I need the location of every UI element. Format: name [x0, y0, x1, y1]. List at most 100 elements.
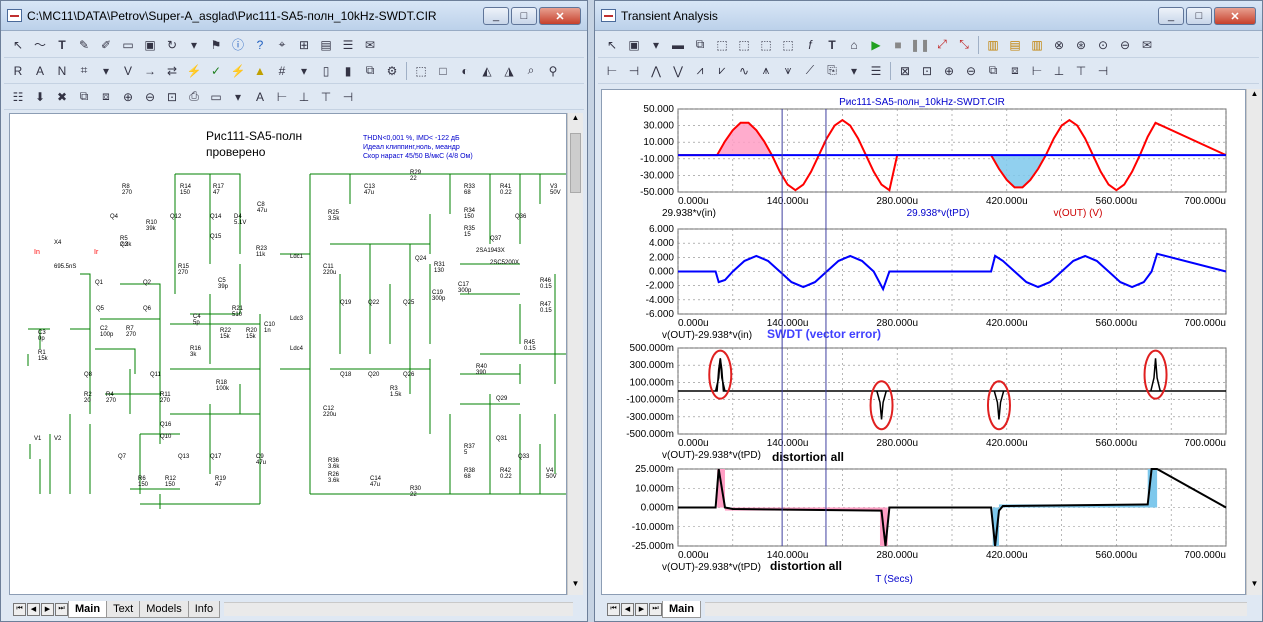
cursor-icon[interactable]: ⤢: [937, 37, 947, 51]
copy-page-icon[interactable]: ▮: [344, 63, 352, 78]
text-tool-icon[interactable]: T: [828, 37, 836, 52]
maximize-button[interactable]: □: [511, 7, 537, 25]
schematic-vertical-scrollbar[interactable]: ▲ ▼: [567, 113, 583, 595]
table-icon[interactable]: ▥: [987, 37, 999, 52]
scroll-up-icon[interactable]: ▲: [571, 113, 580, 122]
prev-page-icon[interactable]: ◀: [27, 602, 40, 616]
valley-icon[interactable]: ⋁: [673, 63, 683, 78]
print-icon[interactable]: ⎙: [189, 89, 199, 103]
cursor-right-icon[interactable]: ⊣: [628, 63, 640, 78]
highlight-icon[interactable]: ✐: [100, 37, 112, 52]
tab-main[interactable]: Main: [68, 600, 108, 618]
select-arrow-icon[interactable]: ↖: [12, 37, 24, 52]
copy-icon[interactable]: ⧉: [79, 89, 89, 103]
plot-area[interactable]: Рис111-SA5-полн_10kHz-SWDT.CIR T (Secs) …: [601, 89, 1246, 595]
properties-icon[interactable]: ✉: [364, 37, 376, 52]
find-icon[interactable]: ⌕: [527, 63, 535, 77]
check-icon[interactable]: ✓: [210, 63, 222, 78]
close-button[interactable]: ✕: [1214, 7, 1256, 25]
schematic-horizontal-scrollbar[interactable]: [224, 602, 573, 616]
maximize-button[interactable]: □: [1186, 7, 1212, 25]
dropdown-icon[interactable]: ▾: [190, 37, 198, 52]
align-left-icon[interactable]: ⊢: [1031, 63, 1043, 78]
paste-icon[interactable]: ⧈: [1011, 63, 1019, 77]
select-arrow-icon[interactable]: ↖: [606, 37, 618, 52]
flag-icon[interactable]: ⚑: [210, 37, 222, 52]
cancel-icon[interactable]: ✖: [56, 89, 68, 104]
list-view-icon[interactable]: ☷: [12, 89, 24, 104]
dropdown-icon[interactable]: ▾: [652, 37, 660, 52]
align-top-icon[interactable]: ⊤: [320, 89, 332, 104]
zoom-in-icon[interactable]: ⊕: [122, 89, 134, 104]
close-button[interactable]: ✕: [539, 7, 581, 25]
table3-icon[interactable]: ▥: [1031, 37, 1043, 52]
pen-icon[interactable]: ✎: [78, 37, 90, 52]
fit-icon[interactable]: ⊠: [899, 63, 911, 78]
tab-main[interactable]: Main: [662, 600, 702, 618]
dropdown4-icon[interactable]: ▾: [234, 89, 242, 104]
graph-icon[interactable]: ⬚: [716, 37, 728, 52]
schematic-titlebar[interactable]: C:\MC11\DATA\Petrov\Super-A_asglad\Рис11…: [1, 1, 587, 31]
node-numbers-icon[interactable]: R: [13, 63, 23, 78]
tab-text[interactable]: Text: [106, 600, 141, 618]
inflection-icon[interactable]: ∿: [738, 63, 750, 78]
cursor2-icon[interactable]: ⤡: [959, 37, 969, 51]
graph4-icon[interactable]: ⬚: [782, 37, 794, 52]
pause-icon[interactable]: ❚❚: [909, 37, 931, 52]
font-icon[interactable]: A: [255, 89, 264, 104]
stop-icon[interactable]: ■: [894, 37, 902, 52]
zoom-icon[interactable]: ⊙: [1097, 37, 1109, 52]
first-page-icon[interactable]: ⏮: [607, 602, 620, 616]
minimize-button[interactable]: _: [483, 7, 509, 25]
plot-horizontal-scrollbar[interactable]: [705, 602, 1247, 616]
prev-page-icon[interactable]: ◀: [621, 602, 634, 616]
high-icon[interactable]: ⩘: [696, 63, 704, 77]
scroll-down-icon[interactable]: ▼: [1250, 579, 1259, 588]
align-center-icon[interactable]: ⊥: [298, 89, 310, 104]
wire-icon[interactable]: 〜: [33, 38, 46, 52]
lightning-icon[interactable]: ⚡: [186, 63, 202, 78]
paste-icon[interactable]: ⧈: [102, 89, 110, 103]
mirror-icon[interactable]: ◭: [482, 63, 492, 78]
pin-connections-icon[interactable]: ⌗: [80, 63, 88, 77]
probe-icon[interactable]: ⌖: [278, 37, 286, 51]
state-icon[interactable]: ⚡: [230, 63, 246, 78]
fit2-icon[interactable]: ⊡: [921, 63, 933, 78]
slope-icon[interactable]: ⟋: [805, 63, 815, 77]
table-icon[interactable]: ▤: [320, 37, 332, 52]
network-icon[interactable]: ⊞: [298, 37, 310, 52]
bounding-box-icon[interactable]: ⬚: [415, 63, 427, 78]
zoom-region-icon[interactable]: ⧉: [695, 37, 705, 51]
attribute-text-icon[interactable]: A: [35, 63, 44, 78]
minimize-button[interactable]: _: [1158, 7, 1184, 25]
properties-icon[interactable]: ✉: [1141, 37, 1153, 52]
tab-info[interactable]: Info: [187, 600, 221, 618]
graph2-icon[interactable]: ⬚: [738, 37, 750, 52]
info-icon[interactable]: ⓘ: [231, 38, 244, 52]
help-icon[interactable]: ?: [256, 37, 264, 52]
align-center-icon[interactable]: ⊥: [1053, 63, 1065, 78]
run-icon[interactable]: ▶: [871, 37, 881, 52]
copy-icon[interactable]: ⧉: [988, 63, 998, 77]
copy-clip-icon[interactable]: ⎘: [827, 63, 837, 77]
last-page-icon[interactable]: ⏭: [55, 602, 68, 616]
last-page-icon[interactable]: ⏭: [649, 602, 662, 616]
minus-circle-icon[interactable]: ⊖: [1119, 37, 1131, 52]
find-y-icon[interactable]: ⊛: [1075, 37, 1087, 52]
dropdown2-icon[interactable]: ▾: [850, 63, 858, 78]
warning-icon[interactable]: ▲: [254, 63, 266, 78]
page-icon[interactable]: ▯: [322, 63, 330, 78]
next-page-icon[interactable]: ▶: [41, 602, 54, 616]
plot-vertical-scrollbar[interactable]: ▲ ▼: [1246, 89, 1262, 595]
settings-icon[interactable]: ⚙: [386, 63, 398, 78]
scroll-down-icon[interactable]: ▼: [571, 579, 580, 588]
stepper-icon[interactable]: ◐: [461, 63, 469, 78]
dropdown2-icon[interactable]: ▾: [102, 63, 110, 78]
table2-icon[interactable]: ▤: [1009, 37, 1021, 52]
align-bottom-icon[interactable]: ⊣: [342, 89, 354, 104]
flip-icon[interactable]: ◮: [504, 63, 514, 78]
rect-icon[interactable]: ▭: [210, 89, 222, 104]
text-tool-icon[interactable]: T: [58, 37, 66, 52]
next-page-icon[interactable]: ▶: [635, 602, 648, 616]
